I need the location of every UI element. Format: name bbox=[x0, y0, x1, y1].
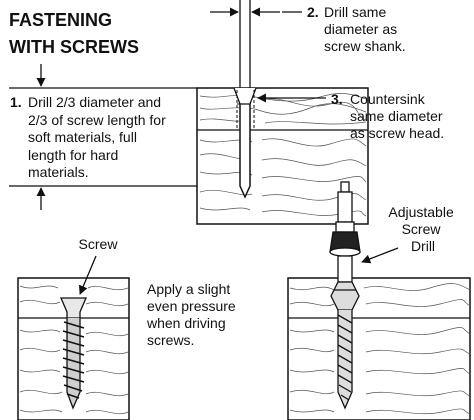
screw-label: Screw bbox=[79, 236, 119, 252]
shank-diameter-guide bbox=[210, 0, 302, 88]
apply-pressure-line: screws. bbox=[147, 332, 194, 348]
bottom-right-wood-block bbox=[287, 277, 471, 420]
apply-pressure-line: even pressure bbox=[147, 298, 236, 314]
screw-label-arrow bbox=[78, 255, 97, 295]
step-3-line: same diameter bbox=[350, 108, 443, 124]
apply-pressure-line: when driving bbox=[146, 315, 226, 331]
step-1-line: length for hard bbox=[28, 147, 118, 163]
step-3-number: 3. bbox=[331, 91, 343, 107]
step-2-line: screw shank. bbox=[324, 38, 406, 54]
step-1-line: soft materials, full bbox=[28, 129, 137, 145]
step-2-line: Drill same bbox=[324, 4, 386, 20]
step-3-line: as screw head. bbox=[350, 125, 444, 141]
screw bbox=[60, 297, 87, 410]
adjustable-drill-label-line: Screw bbox=[402, 221, 442, 237]
step-1-line: Drill 2/3 diameter and bbox=[28, 94, 161, 110]
step-2-number: 2. bbox=[307, 4, 319, 20]
adjustable-drill-label-line: Adjustable bbox=[388, 204, 454, 220]
apply-pressure-line: Apply a slight bbox=[147, 281, 230, 297]
adjustable-drill-label: Adjustable Screw Drill bbox=[388, 204, 457, 254]
step-1-line: materials. bbox=[28, 164, 89, 180]
step-1-line: 2/3 of screw length for bbox=[28, 112, 166, 128]
step-2-line: diameter as bbox=[324, 21, 397, 37]
adjustable-screw-drill bbox=[329, 181, 361, 410]
step-1-text: 1. Drill 2/3 diameter and 2/3 of screw l… bbox=[10, 94, 170, 180]
top-wood-block bbox=[196, 87, 369, 225]
apply-pressure-text: Apply a slight even pressure when drivin… bbox=[146, 281, 240, 348]
step-2-text: 2. Drill same diameter as screw shank. bbox=[307, 4, 406, 54]
adjustable-drill-label-line: Drill bbox=[411, 238, 435, 254]
step-3-text: 3. Countersink same diameter as screw he… bbox=[331, 91, 446, 141]
adjustable-drill-arrow bbox=[361, 247, 399, 264]
title-line-2: WITH SCREWS bbox=[9, 37, 139, 57]
title-line-1: FASTENING bbox=[9, 10, 112, 30]
step-3-line: Countersink bbox=[350, 91, 426, 107]
step-1-number: 1. bbox=[10, 94, 22, 110]
